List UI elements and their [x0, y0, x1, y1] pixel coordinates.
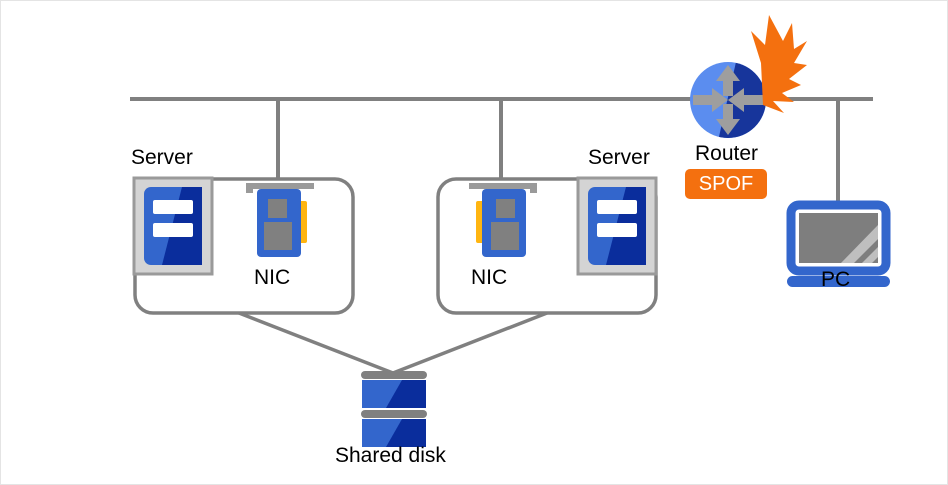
nic-bracket [469, 183, 537, 189]
server-icon-right [576, 176, 658, 276]
server-group-right[interactable] [436, 176, 658, 315]
nic-bracket-tab [530, 183, 537, 193]
pc-glare-stripe-2 [862, 247, 878, 263]
pc-base [787, 276, 890, 287]
disk-bar-bottom [361, 410, 427, 418]
label-nic-right: NIC [471, 266, 508, 289]
spof-badge[interactable]: SPOF [685, 169, 767, 199]
label-server-right: Server [588, 146, 650, 169]
disk-bar-top [361, 371, 427, 379]
pc-screen [799, 213, 878, 263]
nic-icon-right [469, 183, 537, 257]
pc-monitor-bezel [786, 200, 891, 276]
server-icon-bar-1 [597, 200, 637, 214]
drop-lines-group [276, 99, 840, 206]
label-shared-disk: Shared disk [335, 444, 446, 467]
nic-chip-small [496, 199, 515, 218]
nic-bracket-tab [246, 183, 253, 193]
nic-icon-left [246, 183, 314, 257]
label-router: Router [695, 142, 759, 165]
disk-block-top-shade [386, 380, 426, 408]
router-arrow-up [716, 65, 740, 96]
pc-glare-stripe-1 [841, 225, 878, 263]
server-group-left[interactable] [132, 176, 355, 315]
disk-block-bottom-shade [386, 419, 426, 447]
server-icon-bar-2 [597, 223, 637, 237]
pc-screen-glare [841, 225, 878, 263]
label-nic-left: NIC [254, 266, 291, 289]
router-arrows [693, 65, 763, 135]
server-icon-bar-1 [153, 200, 193, 214]
disk-lines-group [238, 311, 548, 375]
router-arrow-down [716, 104, 740, 135]
router-arrow-right [693, 88, 728, 112]
link-left-server-to-disk [238, 311, 394, 375]
nic-chip-small [268, 199, 287, 218]
router-arrow-left [728, 88, 763, 112]
nic-chip-large [264, 222, 292, 250]
nic-bracket [246, 183, 314, 189]
nic-chip-large [491, 222, 519, 250]
shared-disk-node[interactable] [361, 371, 427, 447]
link-right-server-to-disk [392, 311, 548, 375]
router-node[interactable] [690, 15, 807, 141]
pc-node[interactable] [786, 200, 891, 287]
server-icon-bar-2 [153, 223, 193, 237]
label-pc: PC [821, 268, 851, 291]
label-server-left: Server [131, 146, 193, 169]
server-icon-left [132, 176, 214, 276]
failure-lightning-icon [751, 15, 807, 113]
